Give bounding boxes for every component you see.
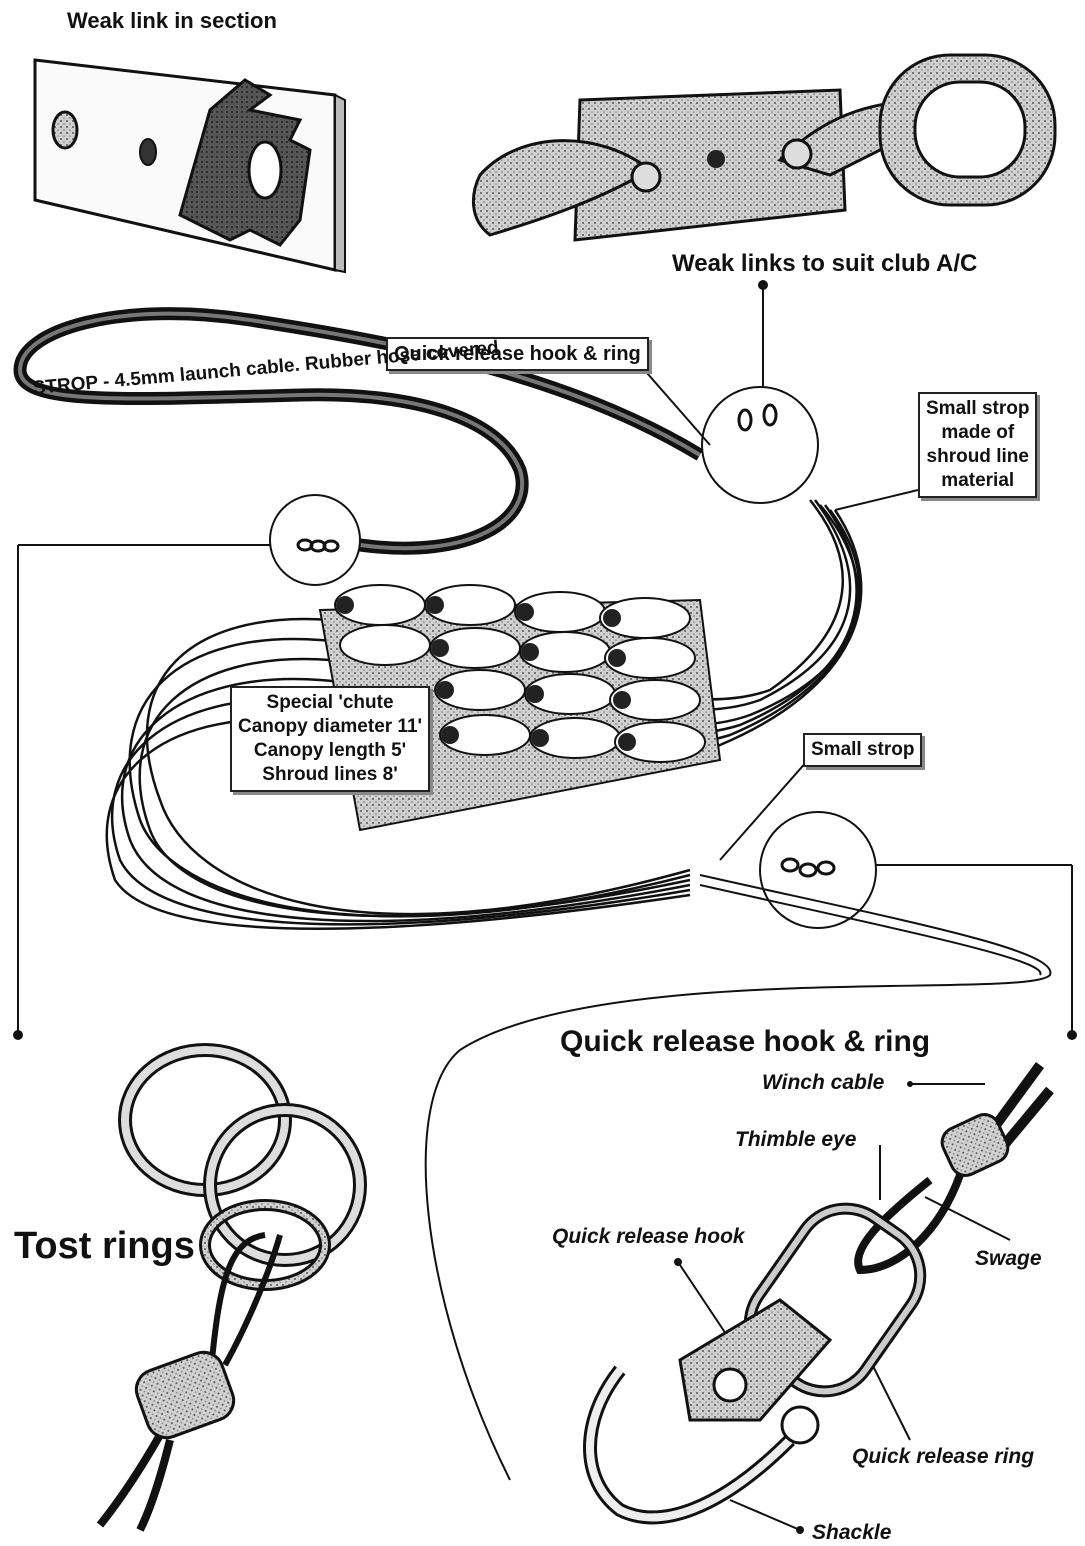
quick-release-ring-label: Quick release ring — [852, 1445, 1034, 1469]
detail-circle-top — [702, 387, 818, 503]
small-strop-shroud-box: Small strop made of shroud line material — [918, 392, 1037, 498]
thimble-eye-label: Thimble eye — [735, 1128, 856, 1152]
special-chute-box: Special 'chute Canopy diameter 11' Canop… — [230, 686, 430, 792]
quick-release-hook-label: Quick release hook — [552, 1225, 745, 1249]
special-chute-line-2: Canopy diameter 11' — [238, 715, 422, 739]
weak-links-club-label: Weak links to suit club A/C — [672, 250, 977, 278]
special-chute-line-3: Canopy length 5' — [238, 739, 422, 763]
weak-link-section-label: Weak link in section — [67, 8, 277, 34]
small-strop-shroud-line-1: Small strop — [926, 397, 1029, 421]
weak-links-assembly — [473, 55, 1055, 240]
small-strop-box: Small strop — [803, 733, 922, 767]
special-chute-line-4: Shroud lines 8' — [238, 763, 422, 787]
winch-cable-label: Winch cable — [762, 1071, 884, 1095]
tost-rings-illustration — [100, 1050, 360, 1530]
quick-release-title: Quick release hook & ring — [560, 1025, 930, 1059]
swage-label: Swage — [975, 1247, 1042, 1271]
tost-rings-label: Tost rings — [14, 1225, 195, 1268]
weak-link-section-plate — [35, 60, 345, 272]
small-strop-shroud-line-3: shroud line — [926, 445, 1029, 469]
special-chute-line-1: Special 'chute — [238, 691, 422, 715]
small-strop-shroud-line-4: material — [926, 469, 1029, 493]
small-strop-shroud-line-2: made of — [926, 421, 1029, 445]
small-strop-label: Small strop — [811, 738, 914, 762]
shackle-label: Shackle — [812, 1521, 891, 1545]
